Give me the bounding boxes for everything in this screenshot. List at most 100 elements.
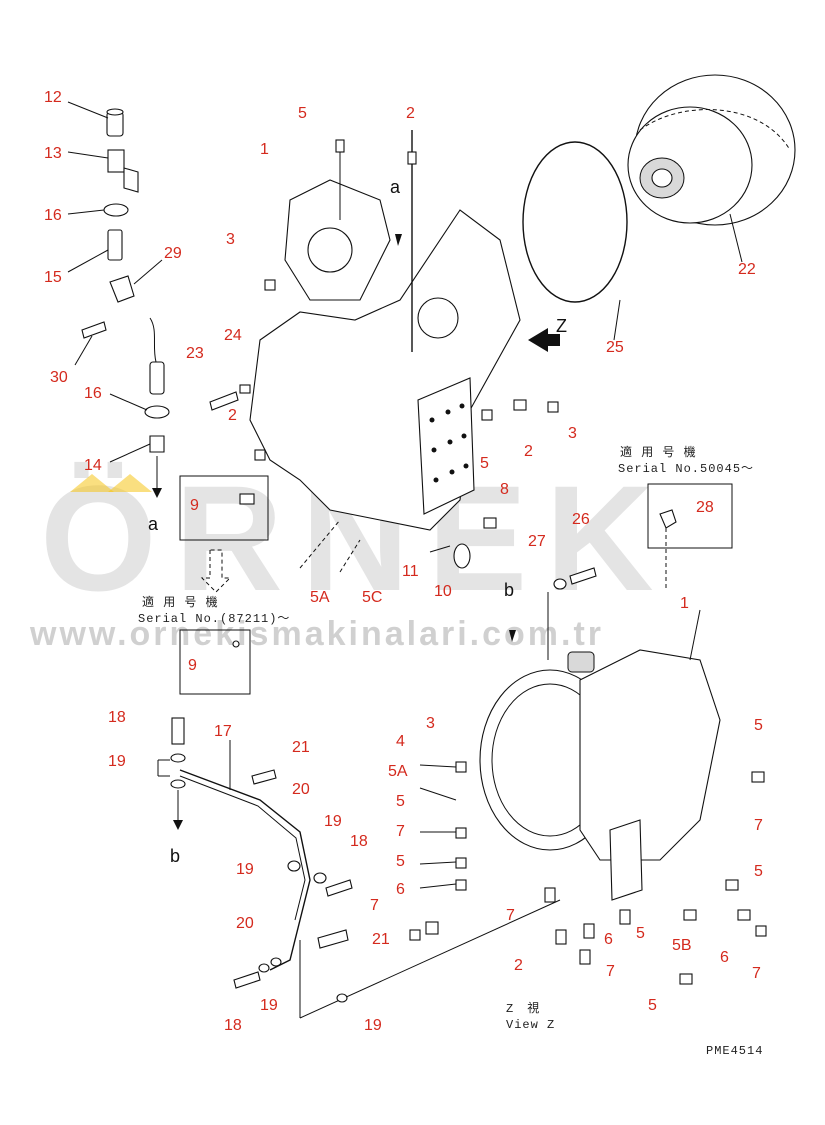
lower-bracket [609, 819, 643, 901]
callout-9-box: 9 [190, 497, 199, 514]
leader [67, 101, 109, 119]
callout-25: 25 [606, 339, 624, 356]
bolt-5 [335, 139, 345, 153]
part-28-plug [659, 509, 677, 529]
fit-7b [755, 925, 767, 937]
detail-box-28 [647, 483, 733, 549]
callout-2-mid: 2 [228, 407, 237, 424]
dashed-5c [339, 539, 361, 573]
part-9-bolt [239, 493, 255, 505]
lower-housing [479, 609, 721, 901]
callout-27: 27 [528, 533, 546, 550]
fit-2b [555, 929, 567, 945]
callout-13: 13 [44, 145, 62, 162]
callout-20-bottom: 20 [236, 915, 254, 932]
part-13-bracket [107, 149, 125, 173]
fit-5 [619, 909, 631, 925]
callout-23: 23 [186, 345, 204, 362]
bolt-5b [481, 409, 493, 421]
washer-19b [170, 779, 186, 789]
callout-5B: 5B [672, 937, 692, 954]
leader [74, 335, 93, 366]
direction-b-top: b [504, 580, 514, 600]
upper-housing [249, 130, 521, 531]
callout-20-top: 20 [292, 781, 310, 798]
callout-3-left: 3 [226, 231, 235, 248]
callout-1-top: 1 [260, 141, 269, 158]
callout-9-box2: 9 [188, 657, 197, 674]
note-serial-2: Serial No.50045～ [618, 462, 754, 476]
leader [67, 209, 105, 215]
bolt-8 [483, 517, 497, 529]
leader [133, 259, 163, 285]
note-serial-1: Serial No.(87211)～ [138, 612, 290, 626]
direction-a-top: a [390, 177, 401, 197]
detail-box-9 [179, 475, 269, 541]
detail-box-9b [179, 629, 251, 695]
housing-port-2 [417, 297, 459, 339]
callout-3-b: 3 [426, 715, 435, 732]
part-9b [232, 640, 240, 648]
leader [419, 764, 457, 768]
leader [429, 545, 451, 553]
fit-5f [455, 857, 467, 869]
callout-5-b4: 5 [648, 997, 657, 1014]
fit-5e [751, 771, 765, 783]
sensor-assembly [67, 101, 170, 498]
valve-plate-holes [429, 403, 469, 483]
callout-30: 30 [50, 369, 68, 386]
callout-6-b2: 6 [604, 931, 613, 948]
callout-11: 11 [402, 563, 419, 580]
callout-19-mid2: 19 [324, 813, 342, 830]
callout-4: 4 [396, 733, 405, 750]
leader [419, 883, 457, 889]
part-14-sensor [149, 435, 165, 453]
bolt-3b [547, 401, 559, 413]
callout-2-top: 2 [406, 105, 415, 122]
note-view-z-en: View Z [506, 1018, 555, 1032]
part-13-flange [123, 167, 139, 193]
callout-16b: 16 [84, 385, 102, 402]
callout-7-b1: 7 [396, 823, 405, 840]
callout-8: 8 [500, 481, 509, 498]
washer-19c [287, 860, 301, 872]
bolt-21-top [251, 769, 277, 785]
callout-5-mid: 5 [480, 455, 489, 472]
callout-7-b4: 7 [752, 965, 761, 982]
torque-converter [627, 74, 796, 263]
lower-boss [567, 651, 595, 673]
fit-3 [455, 761, 467, 773]
watermark-accent-left [70, 474, 114, 492]
bolt-18-top [171, 717, 185, 745]
callout-7-b3: 7 [606, 963, 615, 980]
callout-14: 14 [84, 457, 102, 474]
arrow-a-top [395, 234, 402, 246]
leader [67, 151, 109, 159]
callout-5-r2: 5 [754, 863, 763, 880]
callout-28: 28 [696, 499, 714, 516]
converter-bore [651, 168, 673, 188]
callout-5A: 5A [310, 589, 330, 606]
fit-6b [737, 909, 751, 921]
part-29-elbow [109, 275, 135, 303]
watermark-url: www.ornekismakinalari.com.tr [29, 615, 604, 653]
fit-5c [679, 973, 693, 985]
callout-5-top: 5 [298, 105, 307, 122]
fit-5d [725, 879, 739, 891]
dashed-5a [299, 519, 341, 569]
bolt-2b [254, 449, 266, 461]
bolt-2 [407, 151, 417, 165]
callout-19-bot3: 19 [364, 1017, 382, 1034]
part-12-plug [106, 111, 124, 137]
callout-18-top: 18 [108, 709, 126, 726]
callout-26: 26 [572, 511, 590, 528]
housing-port [307, 227, 353, 273]
leader [613, 299, 621, 341]
direction-b-bottom: b [170, 846, 180, 866]
pipe-assembly [157, 717, 353, 1018]
callout-5-r1: 5 [754, 717, 763, 734]
callout-21-top: 21 [292, 739, 310, 756]
callout-18-mid: 18 [350, 833, 368, 850]
bolt-3 [264, 279, 276, 291]
fit-6d [425, 921, 439, 935]
